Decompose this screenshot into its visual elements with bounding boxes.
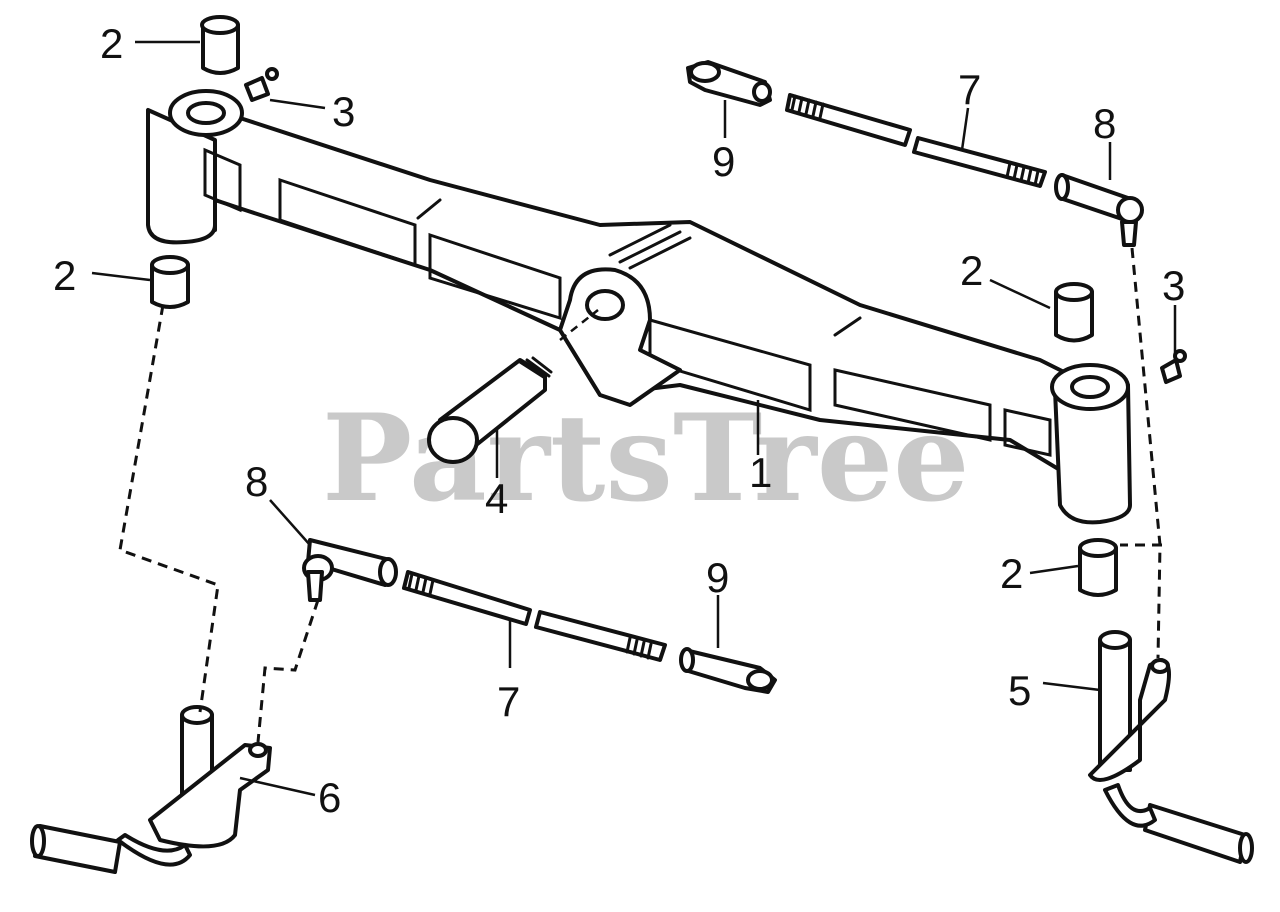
front-axle[interactable] xyxy=(146,89,1132,525)
callout-spindle-left: 6 xyxy=(318,774,341,821)
ball-joint-top[interactable] xyxy=(1054,173,1144,247)
callout-tie-rod-top: 7 xyxy=(958,66,981,113)
callout-axle: 1 xyxy=(749,449,772,496)
callout-tie-rod-bottom: 7 xyxy=(497,678,520,725)
rod-end-bottom[interactable] xyxy=(679,647,777,694)
rod-end-top[interactable] xyxy=(686,60,772,107)
callout-ball-joint-top: 8 xyxy=(1093,100,1116,147)
callout-leaders xyxy=(91,40,1177,797)
bushing-left[interactable] xyxy=(150,255,190,309)
assembly-lines xyxy=(118,247,1162,743)
callout-ball-joint-bottom: 8 xyxy=(245,458,268,505)
callout-numbers: 2 3 2 2 3 2 9 7 8 8 7 9 4 1 5 6 xyxy=(53,20,1185,821)
callout-rod-end-top: 9 xyxy=(712,138,735,185)
callout-grease-fitting-right: 3 xyxy=(1162,262,1185,309)
callout-bushing-right: 2 xyxy=(960,247,983,294)
callout-pivot-bolt: 4 xyxy=(485,475,508,522)
bushing-bottom-right[interactable] xyxy=(1078,538,1118,597)
bushing-top-left[interactable] xyxy=(200,15,240,75)
callout-spindle-right: 5 xyxy=(1008,667,1031,714)
ball-joint-bottom[interactable] xyxy=(302,538,398,602)
tie-rod-bottom[interactable] xyxy=(402,570,667,662)
callout-bushing-left: 2 xyxy=(53,252,76,299)
bushing-right[interactable] xyxy=(1054,282,1094,343)
tie-rod-top[interactable] xyxy=(785,93,1047,188)
callout-bushing-bottom-right: 2 xyxy=(1000,550,1023,597)
callout-rod-end-bottom: 9 xyxy=(706,554,729,601)
callout-bushing-top-left: 2 xyxy=(100,20,123,67)
pivot-bolt[interactable] xyxy=(427,309,599,464)
grease-fitting-right[interactable] xyxy=(1160,349,1187,384)
grease-fitting-top[interactable] xyxy=(244,67,279,102)
spindle-left[interactable] xyxy=(30,705,272,874)
callout-grease-fitting-top: 3 xyxy=(332,88,355,135)
spindle-right[interactable] xyxy=(1088,630,1254,864)
